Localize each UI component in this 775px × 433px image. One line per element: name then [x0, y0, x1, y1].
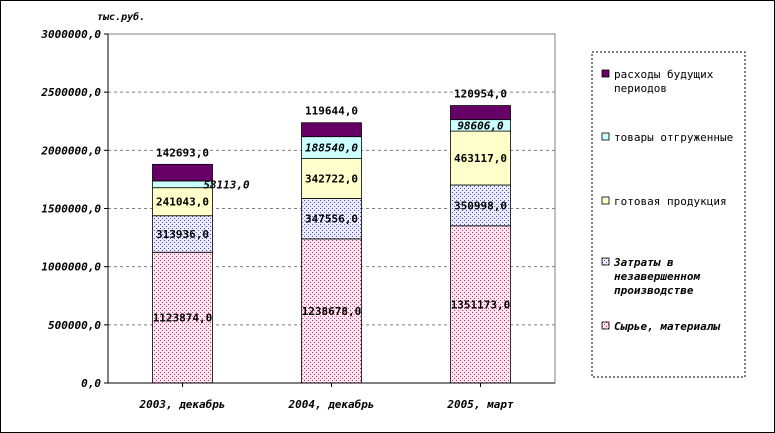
bar-segment	[301, 198, 362, 240]
data-label: 342722,0	[305, 173, 358, 186]
bar-segment	[152, 163, 213, 182]
data-label: 98606,0	[457, 119, 504, 132]
x-category-label: 2005, март	[446, 398, 514, 411]
bar-segment	[450, 130, 511, 186]
legend-box	[591, 51, 746, 378]
data-label: 1123874,0	[153, 312, 213, 325]
data-label: 350998,0	[454, 199, 507, 212]
bar-segment	[301, 122, 362, 138]
legend-entry: готовая продукция	[614, 195, 727, 208]
legend-swatch	[601, 196, 610, 205]
y-tick-label: 2500000,0	[40, 86, 101, 99]
unit-label: тыс.руб.	[97, 11, 145, 23]
bar-segment	[301, 238, 362, 384]
data-label: 119644,0	[305, 105, 358, 118]
bar-segment	[450, 184, 511, 227]
legend-entry: товары отгруженные	[614, 131, 733, 144]
data-labels: 1123874,0 313936,0 241043,0 58113,0 142693,0…	[153, 88, 511, 325]
data-label: 313936,0	[156, 228, 209, 241]
y-tick-label: 0,0	[81, 377, 101, 390]
legend-swatch	[601, 257, 610, 266]
data-label: 120954,0	[454, 88, 507, 101]
x-category-label: 2003, декабрь	[138, 398, 225, 411]
x-category-label: 2004, декабрь	[287, 398, 374, 411]
data-label: 188540,0	[305, 142, 358, 155]
bar-segment	[450, 105, 511, 121]
y-tick-label: 1500000,0	[41, 203, 101, 216]
legend-swatch	[601, 321, 610, 330]
legend-entry: Сырье, материалы	[614, 320, 721, 333]
y-tick-label: 3000000,0	[40, 28, 101, 41]
bar-segment	[301, 158, 362, 199]
data-label: 58113,0	[203, 178, 250, 191]
bars	[152, 105, 511, 384]
data-label: 241043,0	[156, 196, 209, 209]
y-tick-label: 500000,0	[48, 319, 101, 332]
axes: 0,0 500000,0 1000000,0 1500000,0 2000000,0 25…	[40, 28, 555, 411]
data-label: 1351173,0	[451, 298, 511, 311]
data-label: 463117,0	[454, 152, 507, 165]
data-label: 347556,0	[305, 213, 358, 226]
data-label: 1238678,0	[302, 305, 362, 318]
legend-swatch	[601, 69, 610, 78]
bar-segment	[450, 225, 511, 384]
data-label: 142693,0	[156, 146, 209, 159]
y-tick-label: 2000000,0	[40, 144, 101, 157]
legend-swatch	[601, 132, 610, 141]
y-tick-label: 1000000,0	[41, 261, 101, 274]
